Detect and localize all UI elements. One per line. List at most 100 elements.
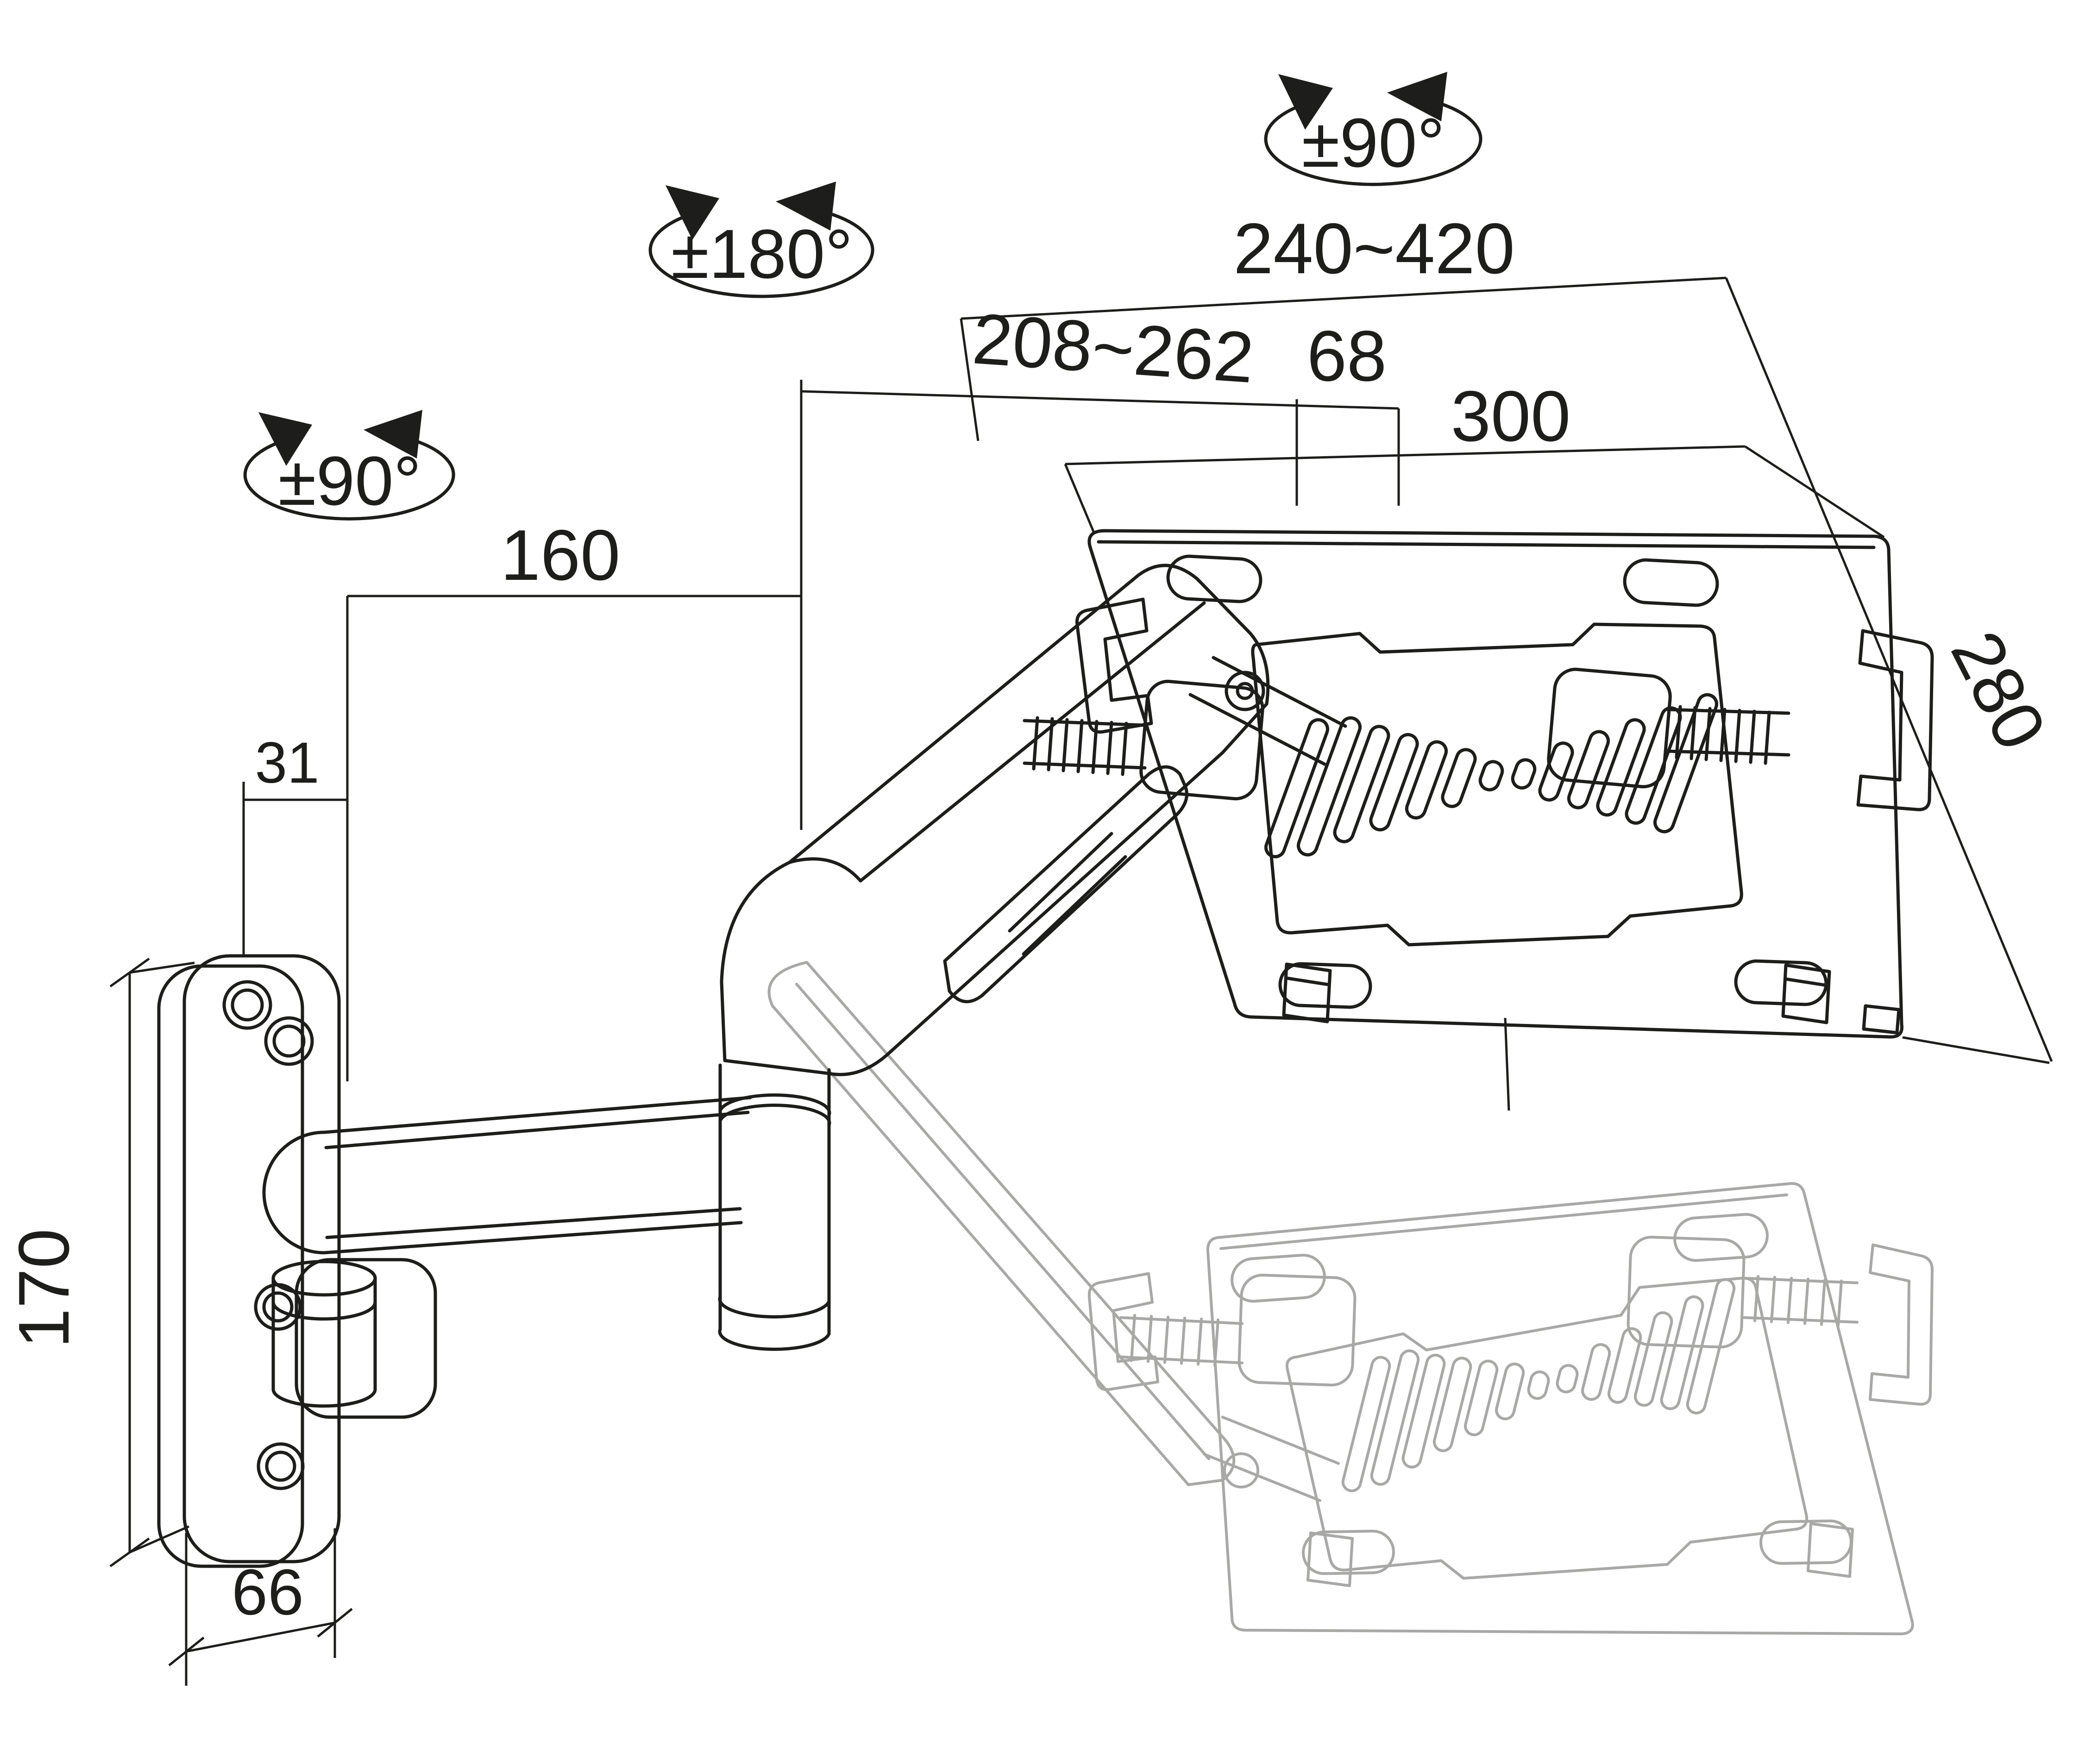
- ghost-corner-slot: [1231, 1254, 1326, 1303]
- leader-line: [1504, 1017, 1510, 1111]
- vent-slot: [1538, 741, 1574, 802]
- ghost-tray-outline: [1206, 1182, 1914, 1635]
- rotation-arrow-icon: [364, 410, 422, 458]
- rotation-arc: [648, 204, 874, 298]
- tray-top-edge-inner: [1097, 540, 1876, 549]
- vent-slot: [1401, 1354, 1446, 1469]
- ghost-hook-right: [1869, 1243, 1934, 1406]
- vent-slot: [1567, 730, 1610, 810]
- dim-label-plate-height: 170: [4, 1229, 84, 1349]
- rotation-arc: [243, 431, 455, 521]
- rotation-label-wall: ±90°: [278, 442, 421, 520]
- vent-slot: [1556, 1364, 1579, 1394]
- gas-arm-opening: [943, 765, 1188, 1004]
- hook-left: [1075, 597, 1153, 734]
- rotation-symbol-wall: ±90°: [243, 410, 455, 521]
- wall-plate-side-face: [157, 964, 304, 1568]
- ghost-arm-base: [767, 961, 808, 1007]
- vent-slot: [1296, 716, 1362, 857]
- rotation-arrow-icon: [776, 182, 836, 231]
- dim-line-208-262: [801, 390, 1399, 410]
- ghost-head-bracket: [1203, 1416, 1340, 1502]
- link-end-cap: [262, 1130, 326, 1255]
- vent-slot: [1478, 760, 1504, 791]
- clip-right: [1781, 963, 1831, 1024]
- ghost-arm-edge: [805, 961, 1228, 1443]
- dim-label-wall-offset: 31: [255, 731, 319, 795]
- ghost-tilt-pivot: [1223, 1452, 1259, 1488]
- rotation-symbol-tray: ±90°: [1264, 72, 1482, 186]
- vent-slot: [1527, 1370, 1550, 1400]
- tray-outline: [1087, 529, 1903, 1039]
- link-inner-edges: [324, 1111, 750, 1239]
- ghost-strap-right: [1743, 1275, 1859, 1327]
- corner-latch: [1862, 1004, 1901, 1035]
- ghost-corner-slot: [1673, 1213, 1769, 1262]
- dim-line-300: [1065, 445, 1746, 465]
- post-rings: [718, 1093, 831, 1127]
- ext-line: [1902, 1036, 2050, 1064]
- dim-label-tray-depth: 280: [1936, 619, 2062, 762]
- dimension-annotations: 240~420 280 208~262 68 300 160 31 170 66: [4, 208, 2061, 1686]
- rotation-label-tray: ±90°: [1301, 104, 1445, 182]
- elbow-post: [718, 1063, 831, 1351]
- corner-slot: [1623, 558, 1719, 607]
- rotation-symbol-elbow: ±180°: [648, 182, 874, 298]
- vent-slot: [1511, 758, 1537, 790]
- ghost-clamp-right: [1627, 1236, 1746, 1349]
- ghost-corner-slot: [1302, 1530, 1395, 1575]
- vent-slot: [1264, 718, 1330, 859]
- vent-slots: [1264, 693, 1719, 859]
- clamp-left: [1139, 679, 1264, 801]
- ghost-tray: [1087, 1182, 1934, 1635]
- vent-slot: [1633, 1311, 1673, 1407]
- vent-slot: [1369, 733, 1419, 832]
- dim-label-arm-reach: 208~262: [970, 298, 1256, 398]
- rotation-arc: [1264, 94, 1482, 186]
- corner-slot: [1166, 554, 1262, 603]
- rotation-symbols: ±90° ±180° ±90°: [243, 72, 1482, 521]
- vent-slot: [1495, 1362, 1525, 1420]
- link-bottom-edge: [322, 1221, 743, 1255]
- corner-slot: [1278, 962, 1372, 1009]
- hinge-boss: [295, 1258, 437, 1419]
- dim-line-66: [186, 1621, 335, 1653]
- head-bracket: [1188, 656, 1347, 766]
- ext-lines: [185, 1528, 336, 1686]
- rotation-arrow-icon: [1387, 72, 1447, 121]
- ext-lines-68: [1295, 399, 1400, 506]
- vent-slot: [1341, 1356, 1391, 1493]
- ghost-hook-left: [1087, 1272, 1159, 1391]
- vent-slot: [1596, 718, 1646, 817]
- vent-slot: [1432, 1356, 1472, 1452]
- dim-label-slot-offset: 68: [1307, 316, 1387, 396]
- vent-slot: [1333, 725, 1390, 843]
- ext-lines: [129, 961, 195, 1554]
- ghost-clamp-left: [1237, 1274, 1357, 1387]
- clamp-right: [1547, 667, 1672, 789]
- dim-label-link-length: 160: [501, 515, 621, 595]
- dim-label-extension-range: 240~420: [1233, 208, 1515, 289]
- dim-line-240-420: [961, 276, 1727, 320]
- ghost-clips: [1306, 1522, 1854, 1587]
- wall-hinge: [271, 1258, 437, 1419]
- vent-slot: [1660, 1295, 1704, 1410]
- hinge-barrel: [271, 1260, 377, 1408]
- ghost-arm-inner: [795, 983, 1210, 1460]
- strap-right: [1665, 705, 1790, 765]
- clip-left: [1282, 962, 1332, 1023]
- ghost-vent-slots: [1341, 1278, 1736, 1493]
- strap-left: [1023, 716, 1147, 776]
- tray-plate: [1023, 529, 1934, 1039]
- link-top-edge: [322, 1096, 752, 1134]
- dim-label-tray-width: 300: [1451, 376, 1571, 456]
- vent-slot: [1581, 1343, 1611, 1401]
- vent-slot: [1405, 740, 1448, 820]
- rotation-arrow-icon: [1278, 74, 1333, 130]
- vent-slot: [1370, 1349, 1420, 1486]
- ext-line: [960, 318, 980, 441]
- vent-slot: [1653, 693, 1719, 834]
- arm-link: [262, 1096, 752, 1255]
